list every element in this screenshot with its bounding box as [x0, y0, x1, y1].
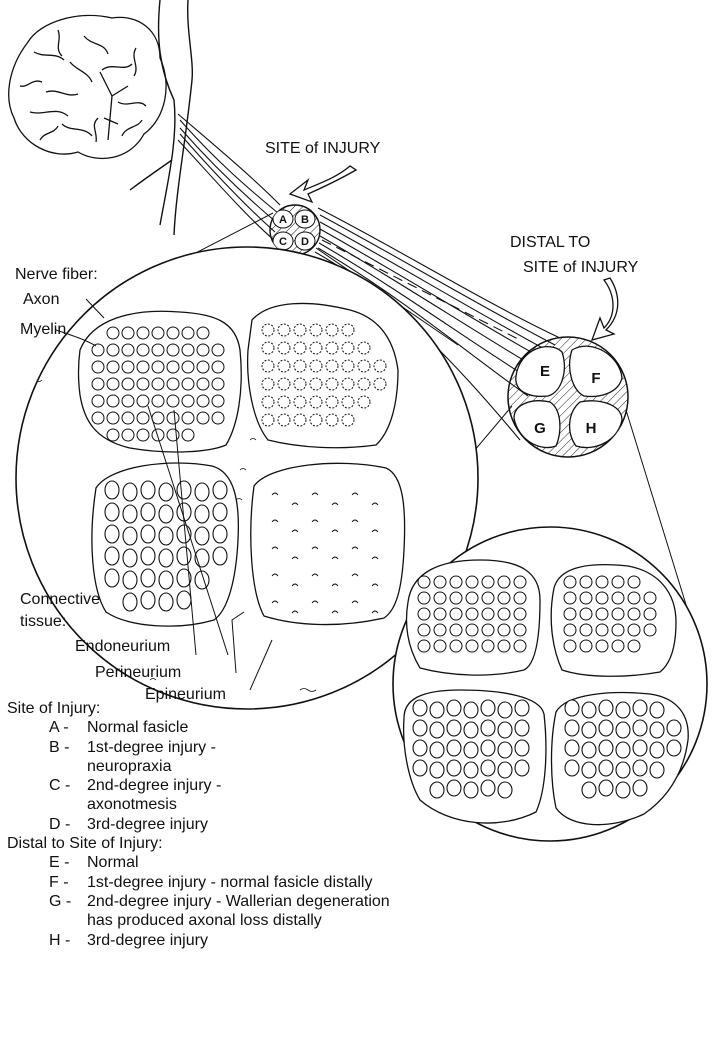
legend-item-c: C - 2nd-degree injury -axonotmesis: [7, 776, 467, 815]
legend-text: axonotmesis: [87, 795, 467, 814]
legend: Site of Injury: A - Normal fasicle B - 1st…: [7, 699, 467, 950]
distal-arrow: [592, 278, 618, 340]
endoneurium-label: Endoneurium: [75, 637, 170, 656]
site-of-injury-label: SITE of INJURY: [265, 139, 380, 158]
legend-letter: C -: [49, 776, 70, 795]
proximal-nerve: [178, 114, 280, 240]
small-cross-section: [270, 205, 320, 255]
legend-item-f: F - 1st-degree injury - normal fasicle di…: [7, 873, 467, 892]
letter-a: A: [279, 214, 287, 226]
axon-label: Axon: [23, 290, 59, 309]
legend-text: 1st-degree injury - normal fasicle dista…: [87, 873, 467, 892]
legend-letter: A -: [49, 718, 69, 737]
letter-b: B: [301, 214, 309, 226]
legend-item-g: G - 2nd-degree injury - Wallerian degener…: [7, 892, 467, 931]
legend-site-heading: Site of Injury:: [7, 699, 467, 718]
spinal-cord: [130, 0, 192, 235]
legend-item-b: B - 1st-degree injury -neuropraxia: [7, 738, 467, 777]
distal-label-line2: SITE of INJURY: [523, 258, 638, 277]
site-arrow: [290, 166, 356, 202]
letter-g: G: [534, 420, 546, 437]
legend-item-e: E - Normal: [7, 853, 467, 872]
legend-distal-heading: Distal to Site of Injury:: [7, 834, 467, 853]
legend-text: 2nd-degree injury -: [87, 776, 467, 795]
letter-h: H: [586, 420, 597, 437]
legend-item-d: D - 3rd-degree injury: [7, 815, 467, 834]
legend-letter: E -: [49, 853, 69, 872]
distal-label-line1: DISTAL TO: [510, 233, 590, 252]
legend-text: 1st-degree injury -: [87, 738, 467, 757]
legend-text: Normal: [87, 853, 467, 872]
letter-f: F: [591, 370, 600, 387]
letter-e: E: [540, 363, 550, 380]
legend-letter: G -: [49, 892, 71, 911]
legend-item-a: A - Normal fasicle: [7, 718, 467, 737]
legend-letter: B -: [49, 738, 69, 757]
connective-label-line1: Connective: [20, 590, 100, 609]
fascicle-a-fibers: [92, 327, 224, 441]
legend-letter: H -: [49, 931, 70, 950]
legend-text: Normal fasicle: [87, 718, 467, 737]
legend-text: has produced axonal loss distally: [87, 911, 467, 930]
legend-item-h: H - 3rd-degree injury: [7, 931, 467, 950]
distal-cross-section: [508, 337, 628, 457]
perineurium-label: Perineurium: [95, 663, 181, 682]
nerve-fiber-label: Nerve fiber:: [15, 265, 98, 284]
legend-text: neuropraxia: [87, 757, 467, 776]
legend-text: 2nd-degree injury - Wallerian degenerati…: [87, 892, 467, 911]
legend-letter: D -: [49, 815, 70, 834]
fascicle-d: [251, 463, 405, 624]
legend-text: 3rd-degree injury: [87, 931, 467, 950]
letter-d: D: [301, 236, 309, 248]
legend-letter: F -: [49, 873, 69, 892]
myelin-label: Myelin: [20, 320, 66, 339]
letter-c: C: [279, 236, 287, 248]
legend-text: 3rd-degree injury: [87, 815, 467, 834]
connective-label-line2: tissue:: [20, 612, 66, 631]
brain: [9, 15, 166, 158]
